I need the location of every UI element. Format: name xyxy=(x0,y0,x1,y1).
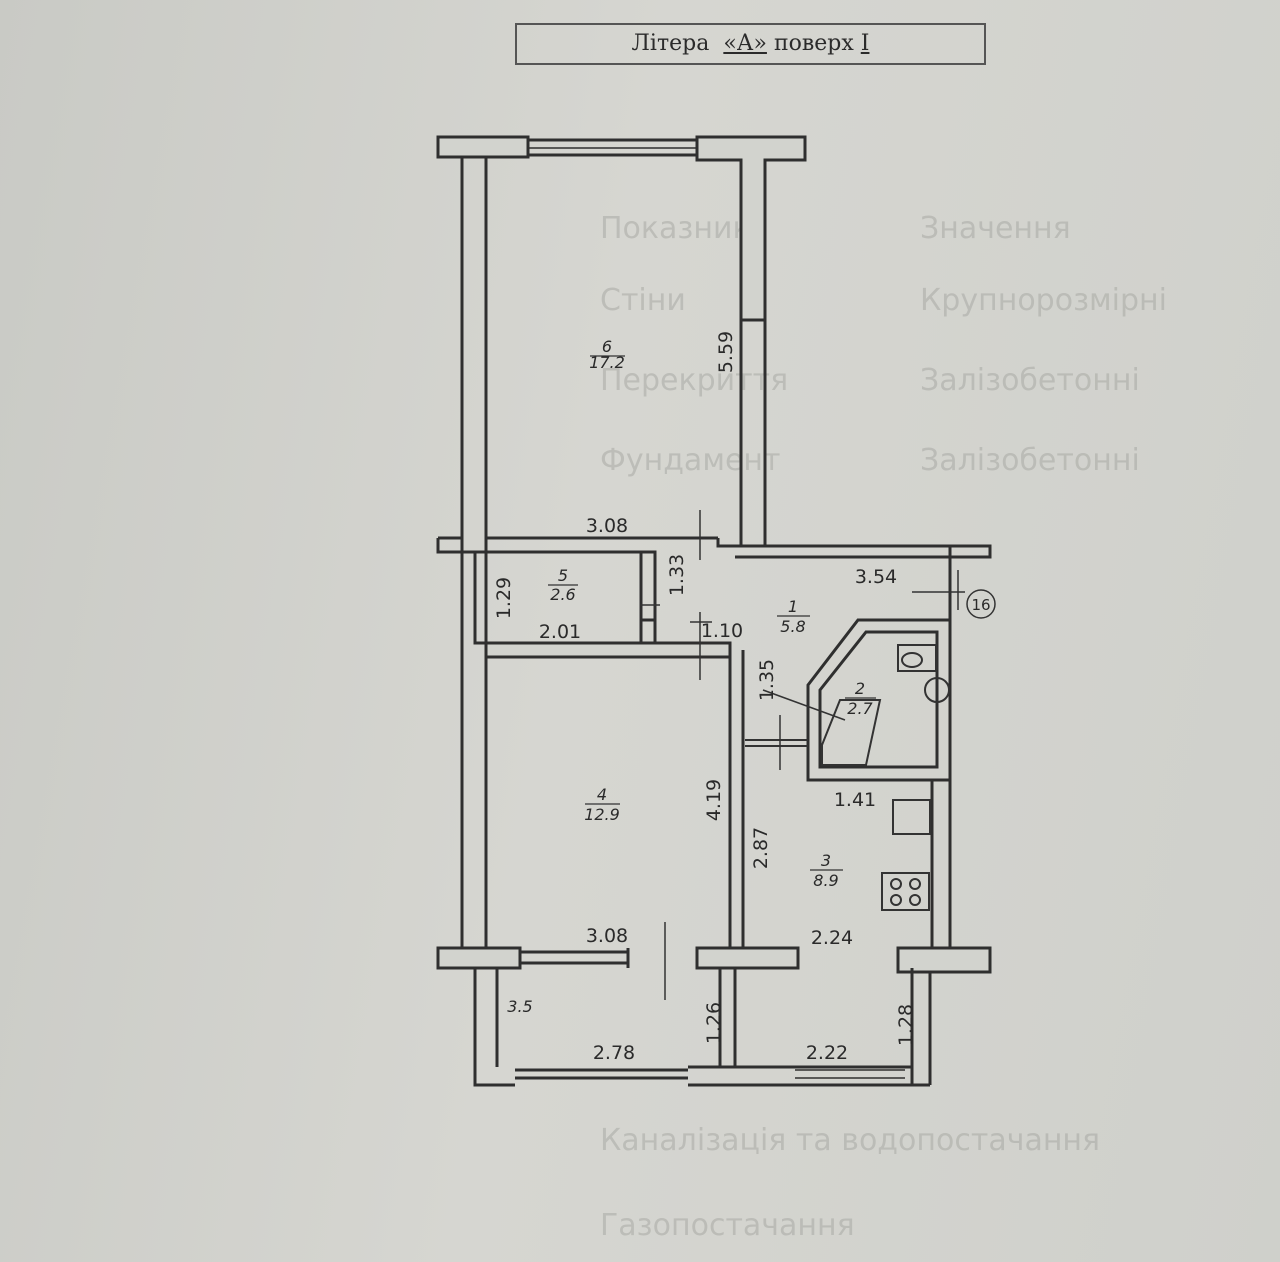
room-1-number: 1 xyxy=(788,597,798,616)
room-4-label: 4 12.9 xyxy=(584,785,620,824)
dim-1-29: 1.29 xyxy=(493,577,515,619)
svg-text:Крупнорозмірні: Крупнорозмірні xyxy=(920,283,1167,318)
stove-icon xyxy=(881,872,930,911)
room-2-number: 2 xyxy=(855,679,865,698)
dim-2-87: 2.87 xyxy=(750,827,772,869)
room-2-area: 2.7 xyxy=(847,699,873,718)
toilet-icon xyxy=(897,644,937,672)
dim-3-08-top: 3.08 xyxy=(586,515,628,537)
plan-title-box: Літера «А» поверх I xyxy=(515,23,986,65)
room-6-label: 6 17.2 xyxy=(589,337,625,372)
burner-icon xyxy=(890,878,902,890)
burner-icon xyxy=(909,894,921,906)
dim-3-54: 3.54 xyxy=(855,566,897,588)
dim-2-24: 2.24 xyxy=(811,927,853,949)
svg-text:Показник: Показник xyxy=(600,211,751,246)
room-5-area: 2.6 xyxy=(550,585,575,604)
dim-1-35: 1.35 xyxy=(756,659,778,701)
burner-icon xyxy=(890,894,902,906)
room-6-number: 6 xyxy=(602,337,612,356)
dim-1-41: 1.41 xyxy=(834,789,876,811)
toilet-bowl-icon xyxy=(901,652,923,668)
svg-text:Каналізація та водопостачання: Каналізація та водопостачання xyxy=(600,1123,1100,1158)
room-2-label: 2 2.7 xyxy=(845,679,876,718)
room-3-area: 8.9 xyxy=(813,871,838,890)
balcony-area: 3.5 xyxy=(507,997,532,1016)
title-suffix: поверх xyxy=(773,31,854,56)
burner-icon xyxy=(909,878,921,890)
dimension-ticks xyxy=(640,510,965,1000)
room-5-label: 5 2.6 xyxy=(548,566,578,604)
dim-1-10: 1.10 xyxy=(701,620,743,642)
room-5-number: 5 xyxy=(558,566,568,585)
kitchen-sink-icon xyxy=(892,799,931,835)
dim-2-22: 2.22 xyxy=(806,1042,848,1064)
room-3-number: 3 xyxy=(821,851,831,870)
bathtub-icon xyxy=(821,699,882,766)
title-prefix: Літера xyxy=(631,31,710,56)
room-4-area: 12.9 xyxy=(584,805,620,824)
room-1-label: 1 5.8 xyxy=(777,597,810,636)
marker-label: 16 xyxy=(971,596,990,614)
room-4-number: 4 xyxy=(597,785,607,804)
svg-text:Фундамент: Фундамент xyxy=(600,443,781,478)
svg-text:Залізобетонні: Залізобетонні xyxy=(920,443,1140,478)
svg-text:Залізобетонні: Залізобетонні xyxy=(920,363,1140,398)
room-3-label: 3 8.9 xyxy=(810,851,843,890)
svg-text:Перекриття: Перекриття xyxy=(600,363,788,398)
background-ghost-text: Показник Значення Стіни Крупнорозмірні П… xyxy=(600,211,1167,1243)
dim-1-26: 1.26 xyxy=(703,1002,725,1044)
sink-icon xyxy=(924,677,950,703)
room-6-area: 17.2 xyxy=(589,353,625,372)
room-1-area: 5.8 xyxy=(780,617,805,636)
svg-text:Стіни: Стіни xyxy=(600,283,686,318)
dim-3-08-bottom: 3.08 xyxy=(586,925,628,947)
fixtures xyxy=(745,644,950,911)
plan-title: Літера «А» поверх I xyxy=(517,31,984,56)
dim-5-59: 5.59 xyxy=(715,331,737,373)
room-labels: 6 17.2 5 2.6 1 5.8 2 2.7 4 xyxy=(507,337,876,1016)
walls xyxy=(436,135,992,1087)
dim-1-28: 1.28 xyxy=(895,1004,917,1046)
dimension-labels: 5.59 3.08 1.33 3.54 1.29 2.01 1.10 1.35 … xyxy=(493,331,917,1064)
title-floor: I xyxy=(860,31,870,56)
marker-circle: 16 xyxy=(966,589,996,619)
svg-text:Значення: Значення xyxy=(920,211,1071,246)
dim-1-33: 1.33 xyxy=(666,554,688,596)
dim-4-19: 4.19 xyxy=(703,779,725,821)
svg-text:Газопостачання: Газопостачання xyxy=(600,1208,855,1243)
dim-2-01: 2.01 xyxy=(539,621,581,643)
title-letter: «А» xyxy=(723,31,767,56)
dim-2-78: 2.78 xyxy=(593,1042,635,1064)
